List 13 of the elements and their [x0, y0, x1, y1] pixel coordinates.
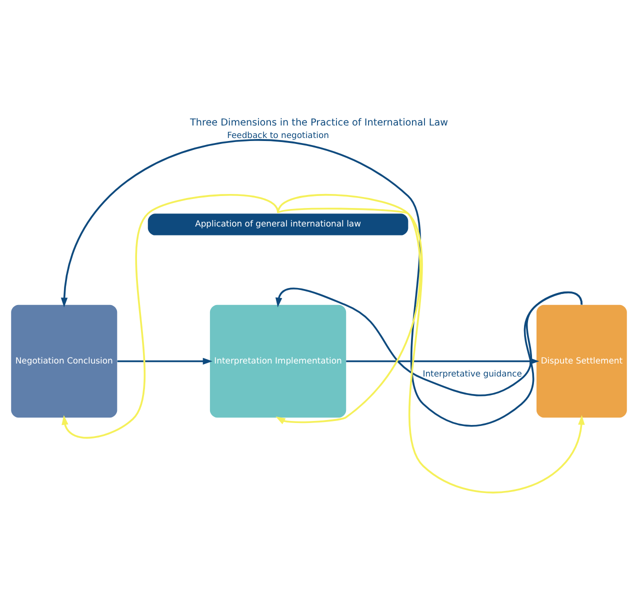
arrow [276, 207, 422, 424]
node-box: Application of general international law [148, 213, 408, 235]
node-box: Interpretation Implementation [210, 304, 346, 418]
arrow [60, 138, 583, 426]
arrow [277, 194, 585, 493]
node-box: Negotiation Conclusion [11, 304, 118, 418]
edge-label: Feedback to negotiation [227, 129, 329, 140]
arrow [275, 287, 583, 396]
arrow [117, 357, 213, 364]
diagram-title: Three Dimensions in the Practice of International Law [190, 117, 448, 128]
arrow [62, 194, 279, 438]
node-box: Dispute Settlement [536, 304, 627, 418]
edge-label: Interpretative guidance [422, 368, 522, 378]
